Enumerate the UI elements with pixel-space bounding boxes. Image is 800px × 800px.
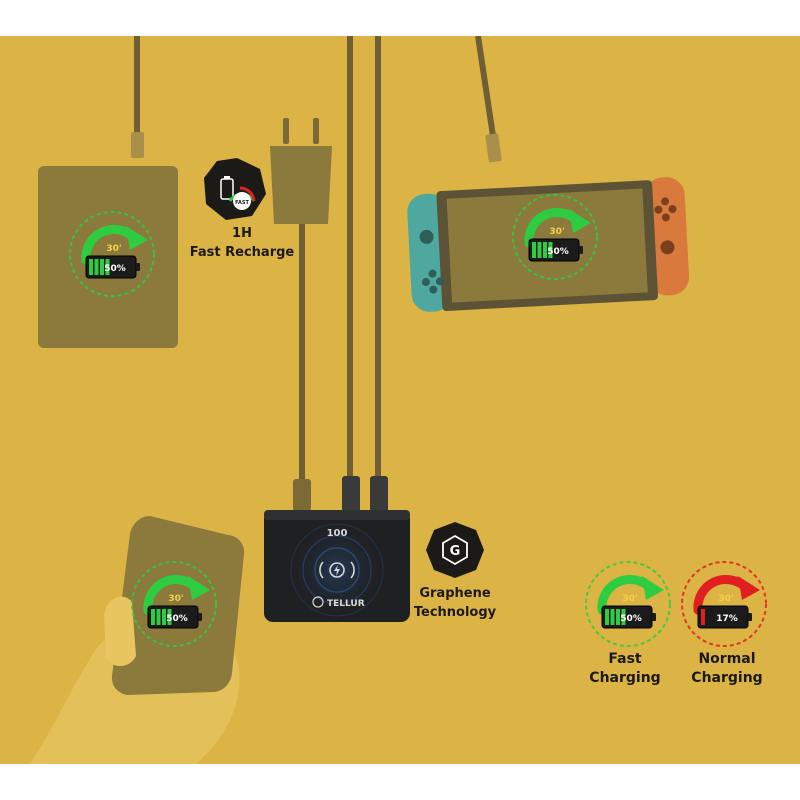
thumb-shape — [104, 596, 136, 667]
fast-recharge-line2: Fast Recharge — [189, 245, 295, 260]
charge-percent: 50% — [104, 264, 126, 274]
battery-tip — [136, 263, 140, 271]
battery-fill-segment — [167, 609, 172, 625]
wireless-charging-icon — [319, 561, 355, 579]
hub-usb-c-plug — [293, 479, 311, 511]
gauge-text: FAST — [235, 200, 249, 206]
tablet-cable-plug — [131, 132, 144, 158]
graphene-badge: G — [426, 522, 484, 578]
charge-time: 30' — [622, 594, 637, 604]
normal-charging-label: Normal Charging — [674, 650, 780, 688]
charge-time: 30' — [549, 227, 564, 237]
battery-fill-segment — [548, 242, 553, 258]
arrow-head — [126, 226, 148, 250]
charge-time: 30' — [106, 244, 121, 254]
battery-fill-segment — [605, 609, 609, 625]
arrow-head — [642, 576, 664, 600]
charge-percent: 50% — [166, 614, 188, 624]
battery-fill-segment — [151, 609, 155, 625]
fast-charging-label: Fast Charging — [572, 650, 678, 688]
normal-charging-line1: Normal — [698, 651, 756, 667]
phone-charge-indicator: 30' 50% — [131, 561, 217, 647]
battery-fill-segment — [100, 259, 104, 275]
charge-time: 30' — [718, 594, 733, 604]
switch-cable — [475, 36, 496, 137]
charge-percent: 50% — [620, 614, 642, 624]
battery-fill-segment — [89, 259, 93, 275]
dashed-ring — [681, 561, 767, 647]
product-illustration: 100 TELLUR FAST G 30' 50% 30' 50% 30' 50% 30' 5… — [0, 36, 800, 764]
fast-recharge-gauge-icon — [204, 158, 266, 220]
phone-in-hand — [30, 516, 245, 764]
battery-fill-segment — [105, 259, 110, 275]
charge-percent: 17% — [716, 614, 738, 624]
battery-fill-segment — [162, 609, 166, 625]
arrow-head — [569, 209, 591, 233]
battery-fill-segment — [94, 259, 99, 275]
battery-tip — [198, 613, 202, 621]
cables — [131, 36, 502, 512]
dashed-ring — [512, 194, 598, 280]
charge-time: 30' — [168, 594, 183, 604]
battery-fill-segment — [532, 242, 536, 258]
arrow-head — [188, 576, 210, 600]
tellur-hub: 100 TELLUR — [264, 510, 410, 622]
arrow-head — [738, 576, 760, 600]
battery-fill-segment — [616, 609, 620, 625]
battery-fill-segment — [621, 609, 626, 625]
dashed-ring — [131, 561, 217, 647]
fast-legend-indicator: 30' 50% — [585, 561, 671, 647]
hub-display: 100 — [327, 528, 348, 539]
switch-charge-indicator: 30' 50% — [512, 194, 598, 280]
battery-fill-segment — [156, 609, 161, 625]
battery-tip — [748, 613, 752, 621]
graphene-line1: Graphene — [419, 586, 491, 601]
dashed-ring — [69, 211, 155, 297]
charging-indicators: 30' 50% 30' 50% 30' 50% 30' 50% 30' 17% — [69, 194, 767, 647]
battery-fill-segment — [543, 242, 547, 258]
normal-charging-line2: Charging — [691, 670, 763, 686]
dashed-ring — [585, 561, 671, 647]
graphene-line2: Technology — [413, 605, 497, 620]
normal-legend-indicator: 30' 17% — [681, 561, 767, 647]
hub-brand: TELLUR — [327, 599, 365, 609]
fast-charging-line2: Charging — [589, 670, 661, 686]
battery-fill-segment — [610, 609, 615, 625]
battery-fill-segment — [537, 242, 542, 258]
fast-charging-line1: Fast — [608, 651, 642, 667]
battery-tip — [579, 246, 583, 254]
battery-tip — [652, 613, 656, 621]
fast-recharge-badge: FAST — [204, 158, 266, 220]
tablet-charge-indicator: 30' 50% — [69, 211, 155, 297]
illustration-svg: 100 TELLUR FAST G 30' 50% 30' 50% 30' 50% 30' 5… — [30, 36, 767, 764]
graphene-hexagon-icon — [426, 522, 484, 578]
wall-charger — [270, 118, 332, 224]
charge-percent: 50% — [547, 247, 569, 257]
hub-usb-a-plug-2 — [370, 476, 388, 512]
switch-cable-plug — [485, 133, 502, 163]
battery-fill-segment — [701, 609, 705, 625]
fast-recharge-label: 1H Fast Recharge — [182, 224, 302, 262]
graphene-label: Graphene Technology — [400, 584, 510, 622]
tellur-logo-icon — [312, 596, 324, 608]
graphene-letter: G — [450, 544, 461, 559]
hub-usb-a-plug-1 — [342, 476, 360, 512]
fast-recharge-line1: 1H — [232, 226, 252, 241]
